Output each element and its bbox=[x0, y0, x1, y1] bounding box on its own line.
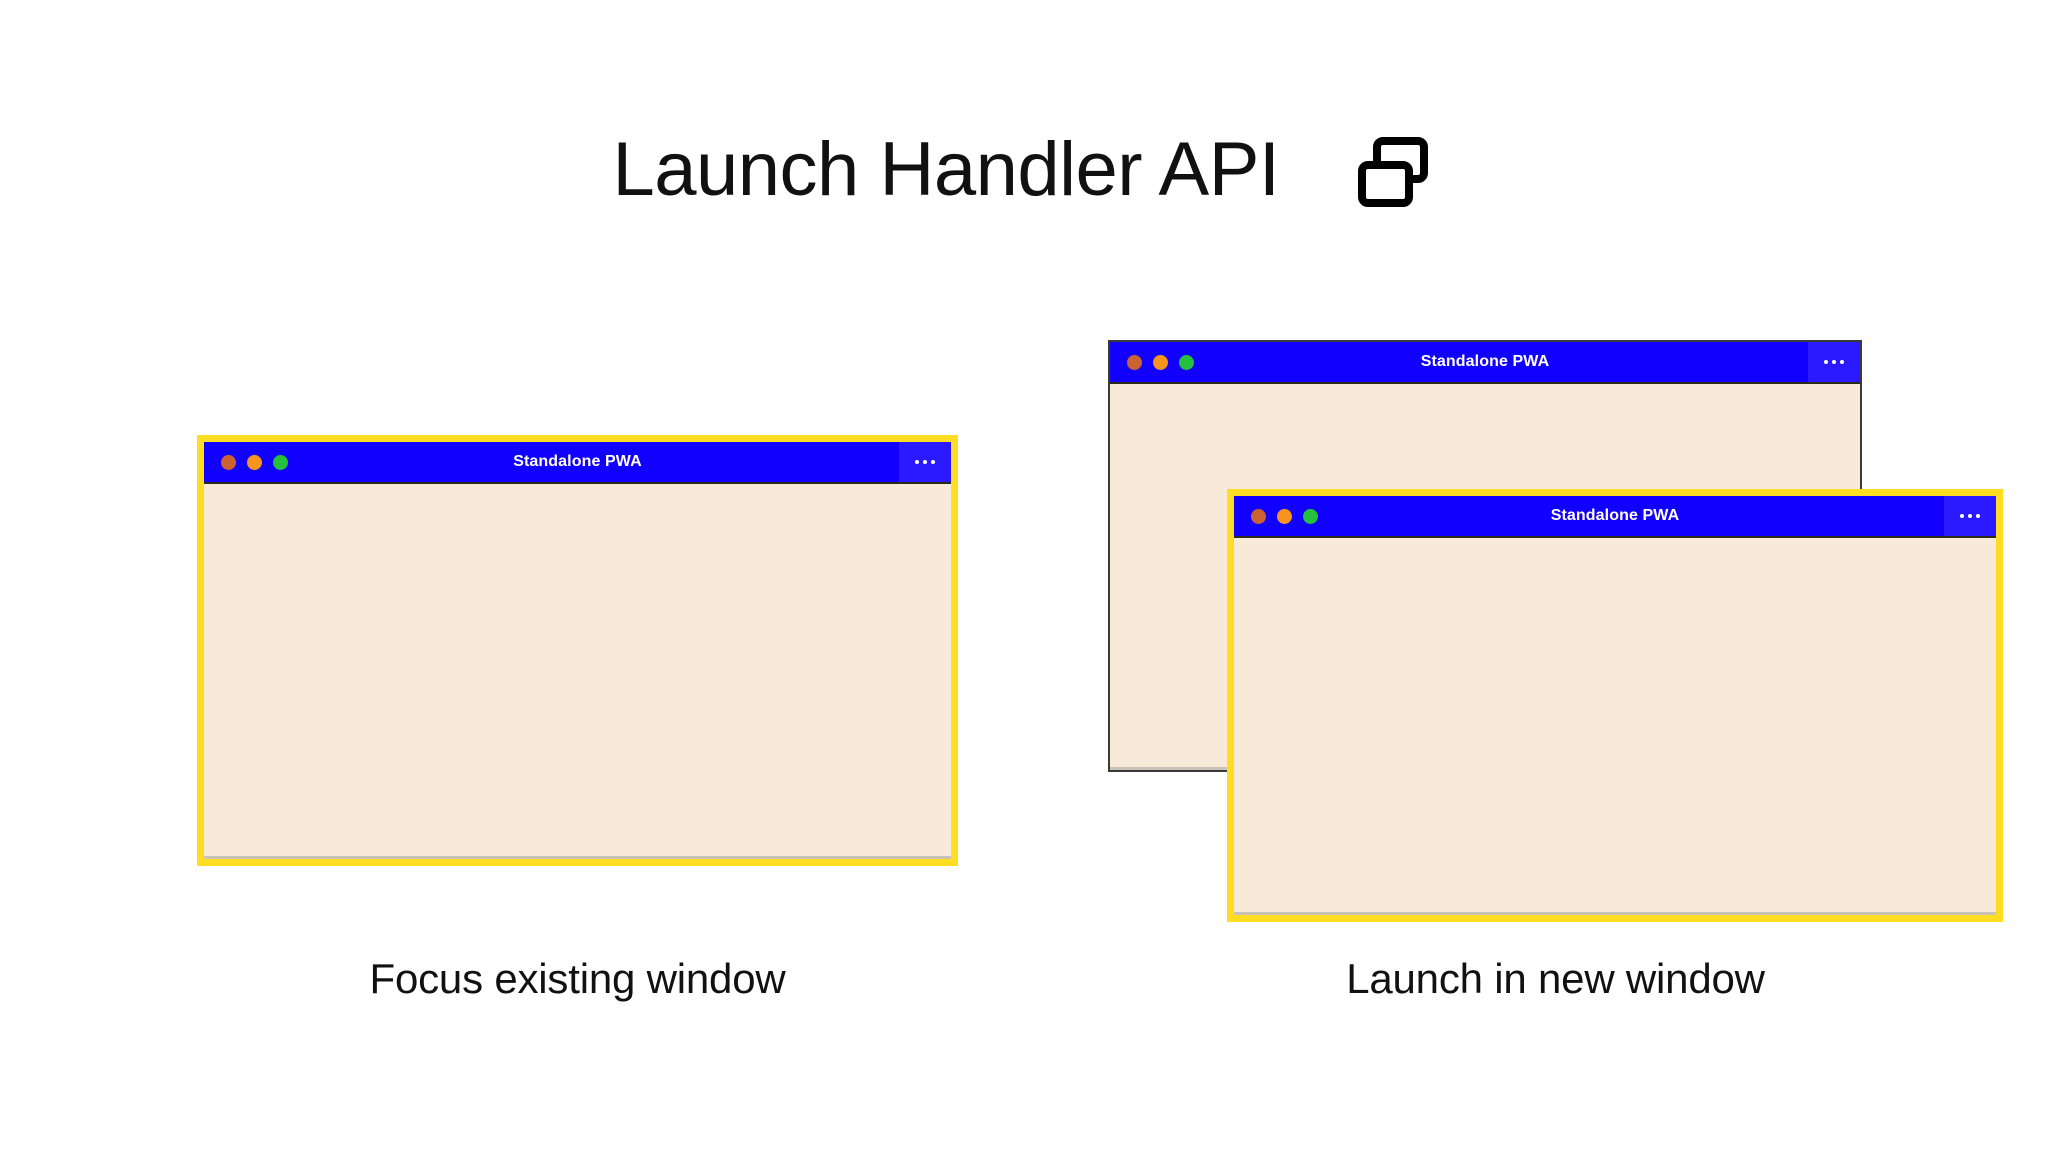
close-dot[interactable] bbox=[221, 454, 236, 470]
window-titlebar[interactable]: Standalone PWA bbox=[1110, 342, 1860, 384]
close-dot[interactable] bbox=[1251, 508, 1266, 524]
window-inner: Standalone PWA bbox=[1234, 496, 1996, 915]
menu-dot bbox=[1960, 514, 1964, 518]
minimize-dot[interactable] bbox=[247, 454, 262, 470]
minimize-dot[interactable] bbox=[1277, 508, 1292, 524]
focus-existing-window-frame[interactable]: Standalone PWA bbox=[197, 435, 958, 866]
overflow-menu-icon[interactable] bbox=[899, 442, 951, 482]
menu-dot bbox=[1976, 514, 1980, 518]
menu-dot bbox=[915, 460, 919, 464]
maximize-dot[interactable] bbox=[1179, 354, 1194, 370]
window-titlebar[interactable]: Standalone PWA bbox=[1234, 496, 1996, 538]
window-title: Standalone PWA bbox=[1550, 506, 1680, 524]
new-window-frame[interactable]: Standalone PWA bbox=[1227, 489, 2003, 922]
caption-focus-existing-window: Focus existing window bbox=[369, 955, 786, 1002]
page-header: Launch Handler API bbox=[0, 110, 2048, 230]
menu-dot bbox=[1840, 360, 1844, 364]
close-dot[interactable] bbox=[1127, 354, 1142, 370]
traffic-lights bbox=[1234, 508, 1318, 524]
maximize-dot[interactable] bbox=[1303, 508, 1318, 524]
caption-launch-in-new-window: Launch in new window bbox=[1346, 955, 1765, 1002]
traffic-lights bbox=[204, 454, 288, 470]
window-titlebar[interactable]: Standalone PWA bbox=[204, 442, 951, 484]
overflow-menu-icon[interactable] bbox=[1808, 342, 1860, 382]
menu-dot bbox=[923, 460, 927, 464]
window-inner: Standalone PWA bbox=[204, 442, 951, 859]
minimize-dot[interactable] bbox=[1153, 354, 1168, 370]
window-title: Standalone PWA bbox=[513, 452, 642, 470]
menu-dot bbox=[1968, 514, 1972, 518]
page-title: Launch Handler API bbox=[612, 127, 1280, 212]
window-content-area bbox=[1234, 538, 1996, 915]
window-content-area bbox=[204, 484, 951, 859]
menu-dot bbox=[931, 460, 935, 464]
menu-dot bbox=[1824, 360, 1828, 364]
traffic-lights bbox=[1110, 354, 1194, 370]
overflow-menu-icon[interactable] bbox=[1944, 496, 1996, 536]
maximize-dot[interactable] bbox=[273, 454, 288, 470]
window-title: Standalone PWA bbox=[1420, 352, 1550, 370]
two-windows-icon bbox=[1350, 129, 1436, 215]
menu-dot bbox=[1832, 360, 1836, 364]
